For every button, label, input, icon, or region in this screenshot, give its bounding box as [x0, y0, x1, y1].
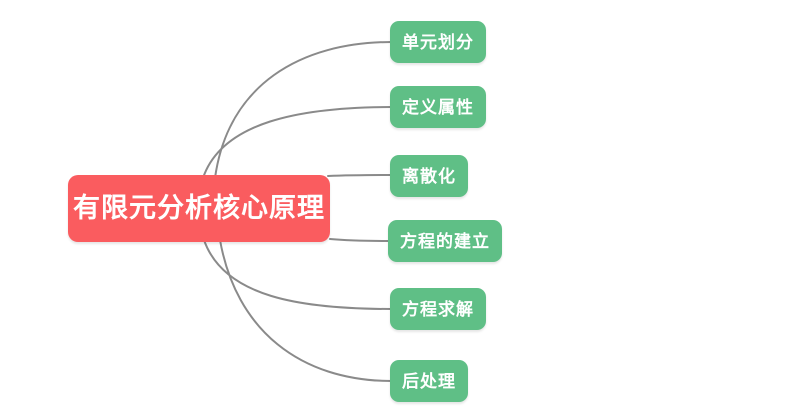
root-node-label: 有限元分析核心原理	[73, 193, 325, 223]
connector-line-post-processing	[219, 239, 393, 382]
connector-line-equation-setup	[329, 238, 393, 242]
branch-node-label: 定义属性	[402, 97, 474, 117]
branch-node-define-properties[interactable]: 定义属性	[390, 86, 486, 128]
branch-node-discretization[interactable]: 离散化	[390, 155, 468, 197]
branch-node-label: 离散化	[402, 166, 456, 186]
branch-node-label: 方程求解	[402, 299, 474, 319]
connector-line-define-properties	[202, 106, 393, 179]
connector-line-element-division	[214, 41, 393, 179]
branch-node-element-division[interactable]: 单元划分	[390, 21, 486, 63]
branch-node-equation-setup[interactable]: 方程的建立	[388, 220, 502, 262]
branch-node-equation-solving[interactable]: 方程求解	[390, 288, 486, 330]
connector-line-equation-solving	[203, 239, 393, 310]
branch-node-label: 单元划分	[402, 32, 474, 52]
branch-node-label: 后处理	[402, 371, 456, 391]
branch-node-post-processing[interactable]: 后处理	[390, 360, 468, 402]
connector-line-discretization	[327, 174, 393, 177]
root-node[interactable]: 有限元分析核心原理	[68, 175, 330, 242]
branch-node-label: 方程的建立	[400, 231, 490, 251]
